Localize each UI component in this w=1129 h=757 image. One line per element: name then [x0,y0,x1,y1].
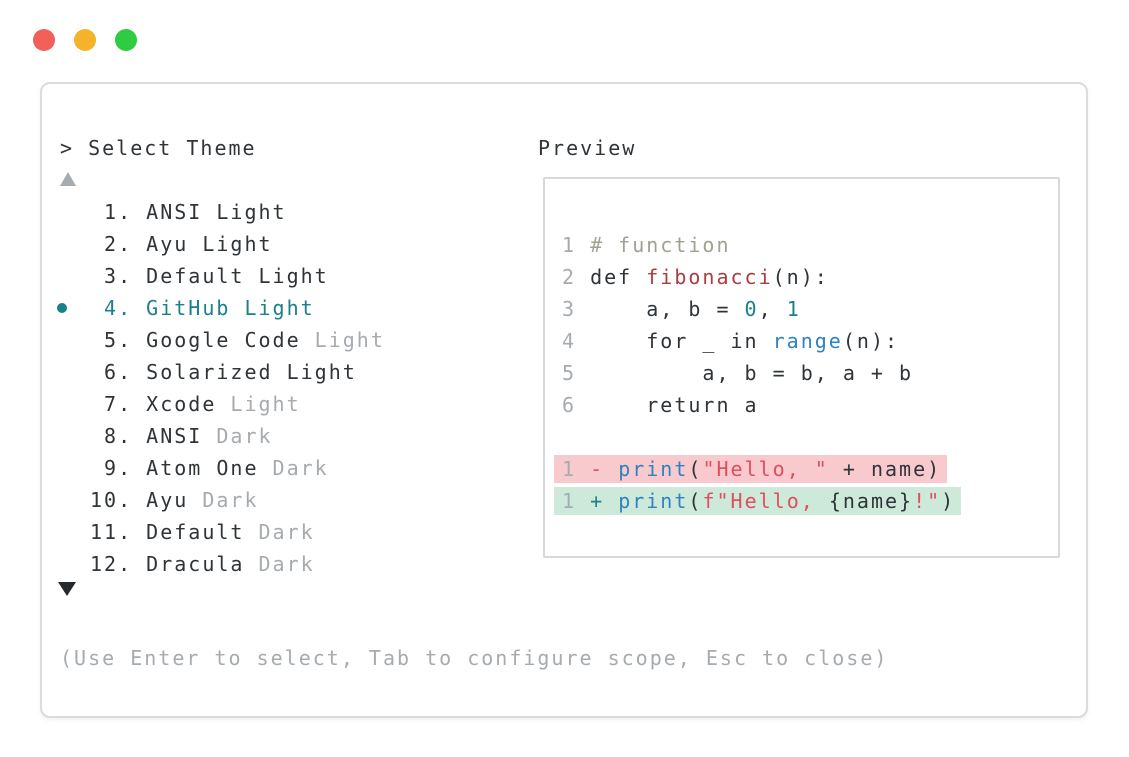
code-segment-plain: ( [688,457,703,481]
code-segment-plain: + name) [828,457,942,481]
theme-item-8[interactable]: 8. ANSI Dark [90,420,385,452]
diff-highlight-added: 1 + print(f"Hello, {name}!") [554,487,962,515]
scroll-up-icon[interactable] [60,172,76,186]
theme-item-label: 7. Xcode [90,392,217,416]
scroll-down-icon[interactable] [58,582,76,596]
theme-item-label: 11. Default [90,520,245,544]
theme-item-9[interactable]: 9. Atom One Dark [90,452,385,484]
theme-item-11[interactable]: 11. Default Dark [90,516,385,548]
diff-highlight-removed: 1 - print("Hello, " + name) [554,455,948,483]
code-segment-kwblue: print [618,489,689,513]
theme-item-5[interactable]: 5. Google Code Light [90,324,385,356]
code-line [562,421,1058,453]
theme-item-label: 4. GitHub Light [90,296,315,320]
code-line: 2 def fibonacci(n): [562,261,1058,293]
code-segment-string: f"Hello, [702,489,829,513]
code-segment-plain: ) [941,489,956,513]
code-line: 3 a, b = 0, 1 [562,293,1058,325]
theme-item-2[interactable]: 2. Ayu Light [90,228,385,260]
theme-item-7[interactable]: 7. Xcode Light [90,388,385,420]
code-segment-func: fibonacci [646,265,773,289]
theme-item-variant: Light [216,392,301,416]
theme-item-1[interactable]: 1. ANSI Light [90,196,385,228]
theme-item-variant: Dark [244,552,315,576]
window-controls [33,29,137,51]
code-segment-plain: (n): [842,329,900,353]
theme-item-label: 1. ANSI Light [90,200,287,224]
code-segment-number: 0 [744,297,759,321]
code-line: 6 return a [562,389,1058,421]
code-segment-num: 5 [562,361,591,385]
theme-item-label: 6. Solarized Light [90,360,357,384]
theme-item-label: 9. Atom One [90,456,259,480]
code-segment-plain: return a [590,393,759,417]
code-segment-number: 1 [786,297,801,321]
code-line [562,197,1058,229]
theme-item-6[interactable]: 6. Solarized Light [90,356,385,388]
code-segment-plain: def [590,265,647,289]
code-line: 5 a, b = b, a + b [562,357,1058,389]
close-button[interactable] [33,29,55,51]
code-segment-plain: (n): [772,265,829,289]
code-segment-plain: a, b = [590,297,745,321]
code-segment-kwblue: range [772,329,843,353]
theme-item-variant: Light [300,328,385,352]
footer-hint: (Use Enter to select, Tab to configure s… [60,646,889,670]
code-line-diff-added: 1 + print(f"Hello, {name}!") [554,485,1058,517]
code-segment-num: 1 [562,457,591,481]
maximize-button[interactable] [115,29,137,51]
code-line: 1 # function [562,229,1058,261]
select-theme-prompt: > Select Theme [60,136,257,160]
code-segment-plain: {name} [828,489,914,513]
code-segment-plus: + [590,489,619,513]
theme-item-12[interactable]: 12. Dracula Dark [90,548,385,580]
minimize-button[interactable] [74,29,96,51]
theme-item-label: 10. Ayu [90,488,189,512]
code-line-diff-removed: 1 - print("Hello, " + name) [554,453,1058,485]
theme-item-4[interactable]: 4. GitHub Light [57,292,385,324]
theme-item-label: 12. Dracula [90,552,245,576]
code-segment-plain: for _ in [590,329,773,353]
code-segment-num: 6 [562,393,591,417]
code-segment-plain: ( [688,489,703,513]
code-segment-num: 1 [562,233,591,257]
theme-item-variant: Dark [202,424,273,448]
theme-item-label: 3. Default Light [90,264,329,288]
theme-item-variant: Dark [244,520,315,544]
code-line: 4 for _ in range(n): [562,325,1058,357]
selected-bullet-icon [57,303,67,313]
code-segment-num: 2 [562,265,591,289]
theme-item-10[interactable]: 10. Ayu Dark [90,484,385,516]
theme-item-label: 8. ANSI [90,424,203,448]
theme-picker-panel: > Select Theme 1. ANSI Light 2. Ayu Ligh… [40,82,1088,718]
theme-item-variant: Dark [258,456,329,480]
theme-list: 1. ANSI Light 2. Ayu Light 3. Default Li… [57,196,385,580]
code-segment-plain: a, b = b, a + b [590,361,914,385]
code-segment-num: 1 [562,489,591,513]
code-segment-plain: , [758,297,787,321]
theme-item-variant: Dark [188,488,259,512]
code-segment-string: !" [913,489,942,513]
code-segment-minus: - [590,457,619,481]
code-segment-num: 3 [562,297,591,321]
theme-item-label: 2. Ayu Light [90,232,273,256]
code-segment-string: "Hello, " [702,457,829,481]
code-segment-comment: # function [590,233,731,257]
code-segment-kwblue: print [618,457,689,481]
theme-item-3[interactable]: 3. Default Light [90,260,385,292]
code-segment-num: 4 [562,329,591,353]
theme-item-label: 5. Google Code [90,328,301,352]
preview-title: Preview [538,136,637,160]
